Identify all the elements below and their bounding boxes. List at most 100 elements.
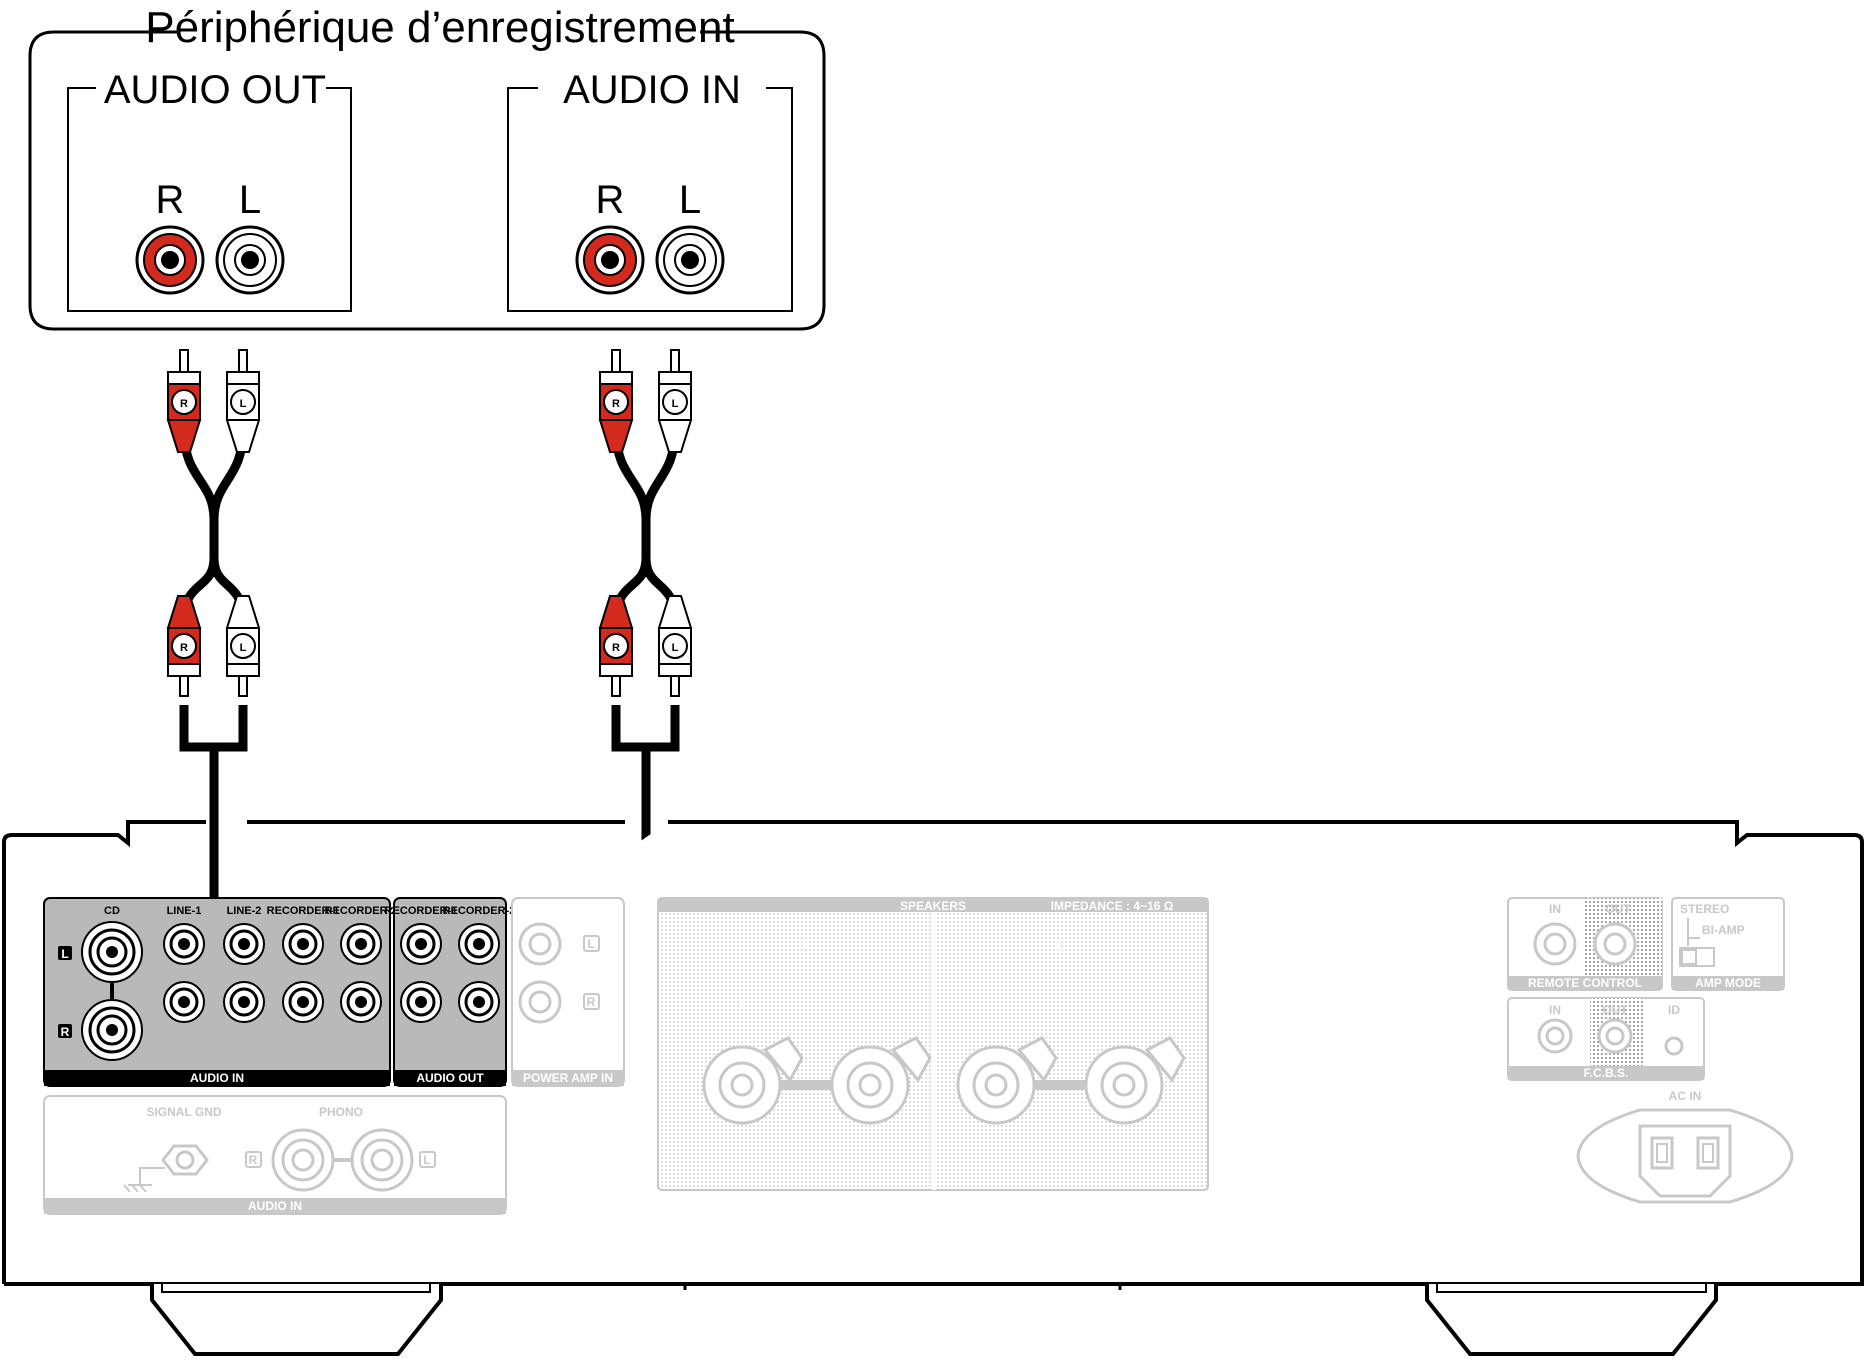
audio-out-l-label: L: [239, 178, 261, 222]
power-amp-r-badge: R: [587, 995, 596, 1009]
plug-lower-left-l-label: L: [240, 642, 247, 654]
plug-lower-left-r: R: [166, 595, 202, 697]
cd-r-badge: R: [61, 1025, 70, 1039]
phono-label: PHONO: [319, 1105, 363, 1119]
power-amp-in-panel: POWER AMP IN L R: [511, 897, 625, 1087]
plug-lower-left-r-label: R: [180, 642, 188, 654]
plug-upper-left-l-label: L: [240, 398, 247, 410]
audio-out-r-jack[interactable]: [135, 225, 205, 295]
remote-out-label: OUT: [1605, 902, 1631, 916]
audio-in-r-label: R: [596, 178, 625, 222]
audio-out-panel: AUDIO OUT RECORDER-1 RECORDER-2: [385, 897, 516, 1087]
ground-icon: [123, 1167, 165, 1193]
audio-out-group-label: AUDIO OUT: [104, 68, 326, 112]
audio-out-group-box: [67, 87, 352, 312]
plug-upper-right-r: R: [598, 349, 634, 453]
line1-label: LINE-1: [167, 905, 202, 917]
rec2-out-label: RECORDER-2: [443, 905, 516, 917]
audio-out-r-label: R: [156, 178, 185, 222]
fcbs-in-label: IN: [1549, 1003, 1561, 1017]
phono-panel: AUDIO IN SIGNAL GND PHONO R L: [43, 1095, 507, 1215]
svg-text:+: +: [1120, 997, 1127, 1011]
plug-lower-left-l: L: [225, 595, 261, 697]
plug-upper-right-r-label: R: [612, 398, 620, 410]
phono-l-badge: L: [423, 1153, 430, 1167]
svg-text:+: +: [738, 997, 745, 1011]
rec1-in-label: RECORDER-1: [267, 905, 340, 917]
device-outline: [28, 30, 826, 331]
speaker-r-label: R: [802, 939, 811, 953]
plug-upper-left-r: R: [166, 349, 202, 453]
line2-r-jack[interactable]: [223, 981, 265, 1023]
plug-lower-right-l-label: L: [672, 642, 679, 654]
remote-in-label: IN: [1549, 902, 1561, 916]
rec2-in-l-jack[interactable]: [340, 923, 382, 965]
plug-lower-right-l: L: [657, 595, 693, 697]
rec2-out-r-jack[interactable]: [458, 981, 500, 1023]
cd-l-jack[interactable]: [81, 921, 143, 983]
audio-in-l-label: L: [679, 178, 701, 222]
line1-l-jack[interactable]: [163, 923, 205, 965]
line2-label: LINE-2: [227, 905, 262, 917]
speaker-r-minus-terminal[interactable]: [830, 1036, 932, 1125]
cd-label: CD: [104, 905, 120, 917]
plug-upper-right-l-label: L: [672, 398, 679, 410]
audio-in-r-jack[interactable]: [575, 225, 645, 295]
rec1-in-r-jack[interactable]: [282, 981, 324, 1023]
svg-text:−: −: [992, 997, 999, 1011]
recording-device: Périphérique d’enregistrement AUDIO OUT …: [28, 3, 826, 331]
speaker-r-plus-terminal[interactable]: [702, 1036, 804, 1125]
audio-in-panel: AUDIO IN CD LINE-1 LINE-2 RECORDER-1 REC…: [43, 897, 398, 1087]
rec2-in-r-jack[interactable]: [340, 981, 382, 1023]
fcbs-label: F.C.B.S.: [1584, 1066, 1629, 1080]
fcbs-panel: F.C.B.S. IN OUT ID: [1507, 997, 1705, 1081]
cd-r-jack[interactable]: [81, 999, 143, 1061]
ac-in-inlet: AC IN: [1576, 1089, 1794, 1204]
foot-right: [1425, 1284, 1718, 1356]
phono-r-badge: R: [249, 1153, 258, 1167]
ac-in-label: AC IN: [1669, 1089, 1702, 1103]
plug-upper-left-r-label: R: [180, 398, 188, 410]
audio-out-l-jack[interactable]: [215, 225, 285, 295]
line1-r-jack[interactable]: [163, 981, 205, 1023]
speaker-l-minus-terminal[interactable]: [956, 1036, 1058, 1125]
phono-audio-in-label: AUDIO IN: [248, 1199, 302, 1213]
line2-l-jack[interactable]: [223, 923, 265, 965]
speakers-panel: SPEAKERS IMPEDANCE : 4~16 Ω R L + − − +: [657, 897, 1209, 1191]
rec1-out-l-jack[interactable]: [400, 923, 442, 965]
remote-control-panel: REMOTE CONTROL IN OUT: [1507, 897, 1663, 991]
power-amp-in-label: POWER AMP IN: [523, 1071, 613, 1085]
rec1-out-r-jack[interactable]: [400, 981, 442, 1023]
amp-mode-panel: AMP MODE STEREO BI-AMP: [1671, 897, 1785, 991]
fcbs-out-label: OUT: [1602, 1003, 1628, 1017]
speakers-label: SPEAKERS: [900, 899, 966, 913]
bi-amp-label: BI-AMP: [1702, 923, 1745, 937]
plug-upper-right-l: L: [657, 349, 693, 453]
rec1-out-label: RECORDER-1: [385, 905, 458, 917]
signal-gnd-label: SIGNAL GND: [146, 1105, 221, 1119]
cd-l-badge: L: [61, 947, 68, 961]
stereo-label: STEREO: [1680, 902, 1729, 916]
plug-lower-right-r: R: [598, 595, 634, 697]
speaker-l-plus-terminal[interactable]: [1084, 1036, 1186, 1125]
audio-in-group-box: [507, 87, 793, 312]
audio-out-panel-label: AUDIO OUT: [416, 1071, 484, 1085]
rec1-in-l-jack[interactable]: [282, 923, 324, 965]
speaker-l-label: L: [1056, 939, 1063, 953]
power-amp-l-badge: L: [587, 937, 594, 951]
plug-upper-left-l: L: [225, 349, 261, 453]
audio-in-panel-label: AUDIO IN: [190, 1071, 244, 1085]
device-title: Périphérique d’enregistrement: [145, 3, 734, 52]
foot-left: [150, 1284, 443, 1356]
plug-lower-right-r-label: R: [612, 642, 620, 654]
rec2-in-label: RECORDER-2: [325, 905, 398, 917]
fcbs-id-indicator: [1664, 1036, 1684, 1056]
audio-in-l-jack[interactable]: [655, 225, 725, 295]
svg-text:−: −: [866, 997, 873, 1011]
rec2-out-l-jack[interactable]: [458, 923, 500, 965]
remote-control-label: REMOTE CONTROL: [1528, 976, 1642, 990]
amp-mode-label: AMP MODE: [1695, 976, 1761, 990]
impedance-label: IMPEDANCE : 4~16 Ω: [1051, 899, 1174, 913]
audio-in-group-label: AUDIO IN: [563, 68, 741, 112]
